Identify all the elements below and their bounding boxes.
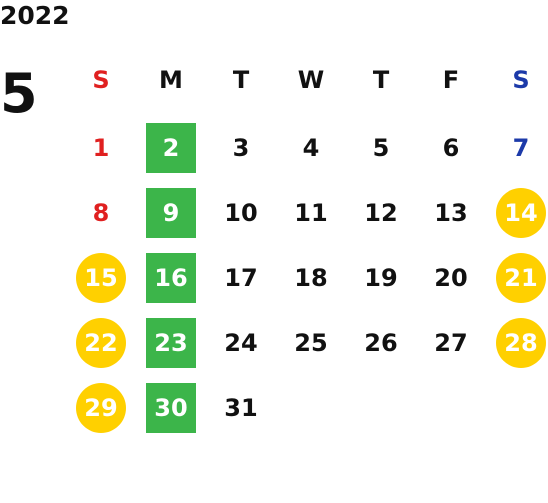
calendar-cell: 18 — [276, 245, 346, 310]
calendar-cell: 24 — [206, 310, 276, 375]
calendar-day[interactable]: 14 — [496, 187, 546, 238]
calendar-day[interactable]: 9 — [146, 187, 196, 238]
weekday-header: F — [442, 66, 460, 94]
calendar-cell: 16 — [136, 245, 206, 310]
calendar-day[interactable]: 12 — [364, 198, 398, 227]
calendar-cell — [416, 375, 486, 440]
calendar-day[interactable]: 6 — [442, 133, 460, 162]
calendar-day[interactable]: 24 — [224, 328, 258, 357]
year-label: 2022 — [0, 1, 70, 30]
calendar-cell: 7 — [486, 115, 548, 180]
calendar-day[interactable]: 8 — [92, 198, 110, 227]
calendar-day[interactable]: 17 — [224, 263, 258, 292]
calendar-cell: 26 — [346, 310, 416, 375]
calendar-day[interactable]: 22 — [76, 317, 126, 368]
calendar-cell: 17 — [206, 245, 276, 310]
calendar-day[interactable]: 30 — [146, 382, 196, 433]
calendar-cell: 29 — [66, 375, 136, 440]
calendar-cell: 11 — [276, 180, 346, 245]
calendar-day[interactable]: 23 — [146, 317, 196, 368]
calendar-cell: 14 — [486, 180, 548, 245]
calendar-day[interactable]: 31 — [224, 393, 258, 422]
calendar-cell — [346, 375, 416, 440]
calendar-day[interactable]: 10 — [224, 198, 258, 227]
calendar-day[interactable]: 1 — [92, 133, 110, 162]
calendar-cell: 8 — [66, 180, 136, 245]
calendar-day[interactable]: 2 — [146, 122, 196, 173]
calendar-day[interactable]: 15 — [76, 252, 126, 303]
calendar-cell: 4 — [276, 115, 346, 180]
calendar-day[interactable]: 4 — [302, 133, 320, 162]
calendar-day[interactable]: 29 — [76, 382, 126, 433]
calendar-cell: 15 — [66, 245, 136, 310]
calendar-day[interactable]: 21 — [496, 252, 546, 303]
calendar-cell: 5 — [346, 115, 416, 180]
calendar-day[interactable]: 18 — [294, 263, 328, 292]
calendar-day[interactable]: 25 — [294, 328, 328, 357]
calendar-cell: 28 — [486, 310, 548, 375]
calendar-cell: 22 — [66, 310, 136, 375]
calendar-cell: 19 — [346, 245, 416, 310]
calendar-day[interactable]: 27 — [434, 328, 468, 357]
month-label: 5 — [0, 62, 38, 125]
calendar-cell: 9 — [136, 180, 206, 245]
calendar-cell: 30 — [136, 375, 206, 440]
calendar-cell: 2 — [136, 115, 206, 180]
calendar-day[interactable]: 3 — [232, 133, 250, 162]
calendar-cell: 31 — [206, 375, 276, 440]
calendar-day[interactable]: 13 — [434, 198, 468, 227]
calendar-day[interactable]: 7 — [512, 133, 530, 162]
calendar-cell: 27 — [416, 310, 486, 375]
weekday-header: T — [232, 66, 250, 94]
calendar-cell: 13 — [416, 180, 486, 245]
weekday-header: M — [159, 66, 183, 94]
calendar-day[interactable]: 11 — [294, 198, 328, 227]
calendar-cell: 6 — [416, 115, 486, 180]
calendar-cell — [276, 375, 346, 440]
calendar-cell: 1 — [66, 115, 136, 180]
calendar-day[interactable]: 28 — [496, 317, 546, 368]
calendar-day[interactable]: 5 — [372, 133, 390, 162]
weekday-header: W — [297, 66, 325, 94]
calendar-cell: 23 — [136, 310, 206, 375]
calendar-cell: 20 — [416, 245, 486, 310]
weekday-header: S — [512, 66, 530, 94]
calendar-day[interactable]: 19 — [364, 263, 398, 292]
calendar-cell: 10 — [206, 180, 276, 245]
calendar-day[interactable]: 20 — [434, 263, 468, 292]
calendar-cell: 25 — [276, 310, 346, 375]
weekday-header: T — [372, 66, 390, 94]
calendar-cell: 21 — [486, 245, 548, 310]
calendar-cell: 3 — [206, 115, 276, 180]
calendar-cell — [486, 375, 548, 440]
calendar-day[interactable]: 16 — [146, 252, 196, 303]
calendar-cell: 12 — [346, 180, 416, 245]
weekday-header: S — [92, 66, 110, 94]
calendar-day[interactable]: 26 — [364, 328, 398, 357]
